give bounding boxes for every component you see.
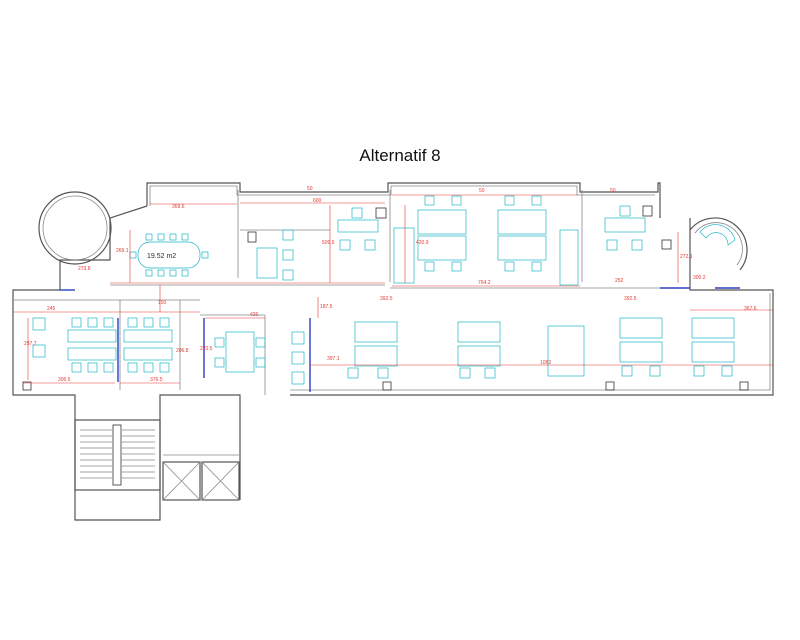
upper-workstations: [393, 195, 579, 286]
dimension-label: 1082: [540, 360, 551, 366]
left-rotunda: [38, 191, 112, 265]
dimension-label: 420.9: [416, 240, 429, 246]
dimension-label: 269.1: [116, 248, 129, 254]
meeting-room-area-label: 19.52 m2: [147, 253, 176, 260]
dimension-label: 273.8: [78, 266, 91, 272]
office-manager-furniture: [337, 207, 387, 251]
dimension-label: 50: [610, 188, 616, 194]
dimension-labels: 369.6 600 50 50 50 269.1 509.5 420.9 272…: [24, 186, 757, 383]
dimension-label: 397.1: [327, 356, 340, 362]
dimension-label: 764.2: [478, 280, 491, 286]
dimension-label: 392.5: [380, 296, 393, 302]
dimension-label: 187.5: [320, 304, 333, 310]
dimension-lines: [13, 194, 773, 384]
dimension-label: 245: [47, 306, 56, 312]
dimension-label: 297.7: [24, 341, 37, 347]
elevator-shafts: [162, 454, 240, 501]
dimension-label: 376.5: [150, 377, 163, 383]
stairwell: [74, 419, 161, 491]
plan-title: Alternatif 8: [359, 146, 441, 165]
meeting-room: 19.52 m2: [129, 233, 209, 277]
dimension-label: 392.5: [624, 296, 637, 302]
dimension-label: 272.1: [680, 254, 693, 260]
office-reception-furniture: [247, 229, 294, 281]
building-walls: [12, 182, 774, 521]
office-right-furniture: [604, 205, 672, 251]
dimension-label: 150: [158, 300, 167, 306]
dimension-label: 369.6: [172, 204, 185, 210]
lower-workstations: [347, 317, 735, 379]
dimension-label: 206.8: [176, 348, 189, 354]
dimension-label: 509.5: [322, 240, 335, 246]
dimension-label: 426: [250, 312, 259, 318]
dimension-label: 220.5: [200, 346, 213, 352]
glass-partitions: [60, 287, 740, 392]
dimension-label: 600: [313, 198, 322, 204]
dimension-label: 50: [307, 186, 313, 192]
dimension-label: 300.2: [693, 275, 706, 281]
dimension-label: 50: [479, 188, 485, 194]
dimension-label: 306.5: [58, 377, 71, 383]
small-lounge-furniture: [214, 331, 305, 385]
left-workstations: [32, 317, 173, 373]
dimension-label: 252: [615, 278, 624, 284]
right-rotunda: [689, 217, 748, 271]
dimension-label: 367.6: [744, 306, 757, 312]
